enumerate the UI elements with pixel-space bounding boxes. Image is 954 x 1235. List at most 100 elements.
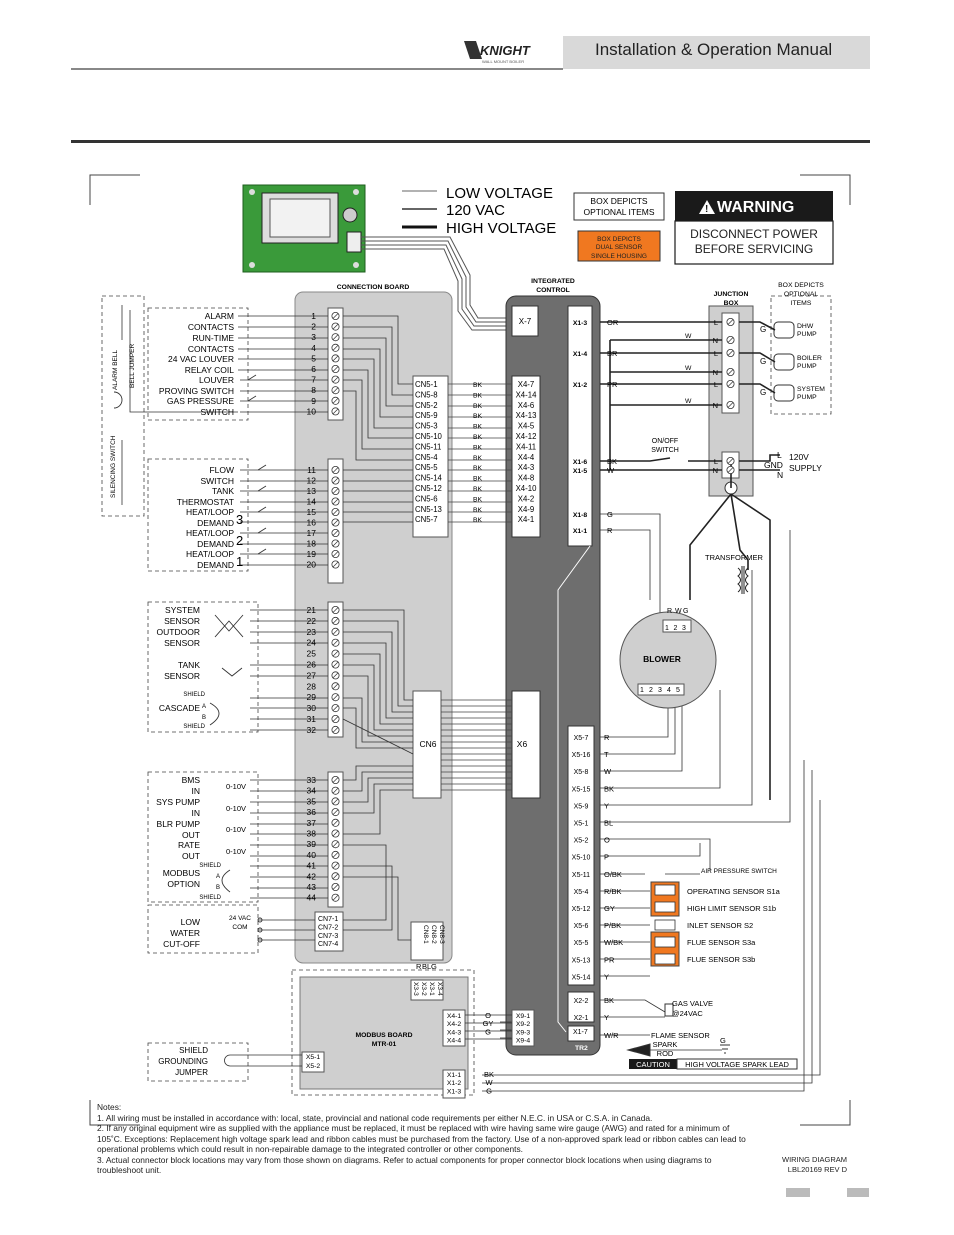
pump-label: BOILER xyxy=(797,355,822,362)
v010-label: 0-10V xyxy=(226,847,246,856)
x1-pin: X1-8 xyxy=(573,512,588,519)
terminal-10: 10 xyxy=(307,406,317,416)
modbus-title-2: MTR-01 xyxy=(372,1041,397,1048)
wiring-diagram-id: WIRING DIAGRAM LBL20169 REV D xyxy=(781,1155,847,1174)
x5-wire-color: W/BK xyxy=(604,938,623,947)
x4-pin: X4-8 xyxy=(518,474,534,483)
x5-pin: X5-8 xyxy=(574,769,589,776)
x5-pin: X5-14 xyxy=(572,974,591,981)
wire-color-w: W xyxy=(685,333,692,340)
device-label: OUTDOOR xyxy=(157,627,200,637)
x5-wire-color: T xyxy=(604,750,609,759)
demand-number: 3 xyxy=(236,512,243,527)
terminal-11: 11 xyxy=(307,465,316,475)
modbus-x1-pin: X1-3 xyxy=(447,1088,462,1095)
cn8-pin: CN8-3 xyxy=(438,925,445,944)
modbus-x1-wire: W xyxy=(485,1078,493,1087)
x3-pin: X3-3 xyxy=(412,982,419,996)
supply-l: L xyxy=(777,450,782,460)
x1-pin: X1-4 xyxy=(573,351,588,358)
logo-subtext: WALL MOUNT BOILER xyxy=(482,59,524,64)
modbus-x9-wire: G xyxy=(485,1027,491,1036)
wire-color-bk: BK xyxy=(473,455,483,462)
cn5-pin: CN5-11 xyxy=(415,442,441,451)
device-label: DEMAND xyxy=(197,518,234,528)
x5-pin: X5-7 xyxy=(574,735,589,742)
com-label: COM xyxy=(232,924,247,931)
x5-pin: X5-12 xyxy=(572,906,591,913)
junction-term: N xyxy=(713,336,718,345)
small-label-shield: SHIELD xyxy=(183,692,205,698)
x4-pin: X4-5 xyxy=(518,422,535,431)
caution-text: HIGH VOLTAGE SPARK LEAD xyxy=(685,1060,789,1069)
terminal-21: 21 xyxy=(307,605,317,615)
bell-jumper-label: BELL JUMPER xyxy=(129,344,136,388)
x5-wire-color: R/BK xyxy=(604,887,622,896)
terminal-42: 42 xyxy=(307,871,317,881)
cn5-pin: CN5-2 xyxy=(415,401,438,410)
wire-color-w: W xyxy=(685,398,692,405)
diagram-labels: 1234567891011121314151617181920212223242… xyxy=(156,311,825,1095)
cn5-pin: CN5-1 xyxy=(415,380,438,389)
connection-board-title: CONNECTION BOARD xyxy=(337,284,410,291)
modbus-x9-wire: GY xyxy=(483,1019,494,1028)
modbus-x9-wire: O xyxy=(485,1011,491,1020)
device-label: SYSTEM xyxy=(165,605,200,615)
x5-pin: X5-9 xyxy=(574,803,589,810)
device-label: HEAT/LOOP xyxy=(186,549,234,559)
dual-box-line1: BOX DEPICTS xyxy=(597,236,641,243)
shield-jumper-2: GROUNDING xyxy=(158,1057,208,1066)
terminal-32: 32 xyxy=(307,725,317,735)
x5-pin: X5-1 xyxy=(574,821,589,828)
wire-color-w: W xyxy=(685,365,692,372)
device-label: RATE xyxy=(178,840,200,850)
cn7-pin: CN7-4 xyxy=(318,941,338,948)
modbus-title-1: MODBUS BOARD xyxy=(355,1032,412,1039)
terminal-28: 28 xyxy=(307,681,317,691)
device-label: TANK xyxy=(178,660,200,670)
device-label: BMS xyxy=(182,775,201,785)
blower-wire-w: W xyxy=(675,608,682,615)
device-label: TANK xyxy=(212,486,234,496)
device-label: IN xyxy=(192,786,201,796)
x3-pin: X3-1 xyxy=(428,982,435,996)
terminal-27: 27 xyxy=(307,670,317,680)
knight-logo: KNIGHT WALL MOUNT BOILER xyxy=(464,41,531,64)
modbus-x1-pin: X1-1 xyxy=(447,1072,462,1079)
small-label-a: A xyxy=(216,874,220,880)
wire-color-bk: BK xyxy=(473,403,483,410)
x5-wire-color: BK xyxy=(604,784,614,793)
terminal-1: 1 xyxy=(311,311,316,321)
x1-wire-color: BR xyxy=(607,349,618,358)
x5-wire-color: PR xyxy=(604,955,615,964)
modbus-x4-pin: X4-1 xyxy=(447,1013,462,1020)
x17-pin: X1-7 xyxy=(573,1029,588,1036)
x1-pin: X1-6 xyxy=(573,459,588,466)
x5-pin: X5-13 xyxy=(572,957,591,964)
wire-color-bk: BK xyxy=(473,486,483,493)
terminal-33: 33 xyxy=(307,775,317,785)
shield-jumper-3: JUMPER xyxy=(175,1068,208,1077)
s1b-label: HIGH LIMIT SENSOR S1b xyxy=(687,904,776,913)
terminal-24: 24 xyxy=(307,638,317,648)
small-label-shield: SHIELD xyxy=(199,863,221,869)
wire-color-bk: BK xyxy=(473,444,483,451)
svg-text:!: ! xyxy=(705,204,708,215)
device-label: FLOW xyxy=(209,465,234,475)
note-2: 2. If any original equipment wire as sup… xyxy=(97,1123,746,1154)
x4-pin: X4-13 xyxy=(516,411,537,420)
x4-pin: X4-12 xyxy=(516,432,537,441)
terminal-22: 22 xyxy=(307,616,317,626)
x4-pin: X4-14 xyxy=(516,390,537,399)
terminal-15: 15 xyxy=(307,507,317,517)
modbus-x4-pin: X4-2 xyxy=(447,1021,462,1028)
junction-optional-3: ITEMS xyxy=(791,300,812,307)
device-label: CONTACTS xyxy=(188,322,234,332)
notes-title: Notes: xyxy=(97,1102,122,1112)
pump-label: PUMP xyxy=(797,331,817,338)
cn8-color-bl: BL xyxy=(422,962,431,971)
gas-valve-1: GAS VALVE xyxy=(672,999,713,1008)
x5-pin: X5-10 xyxy=(572,855,591,862)
x1-pin: X1-1 xyxy=(573,528,588,535)
terminal-4: 4 xyxy=(311,343,316,353)
